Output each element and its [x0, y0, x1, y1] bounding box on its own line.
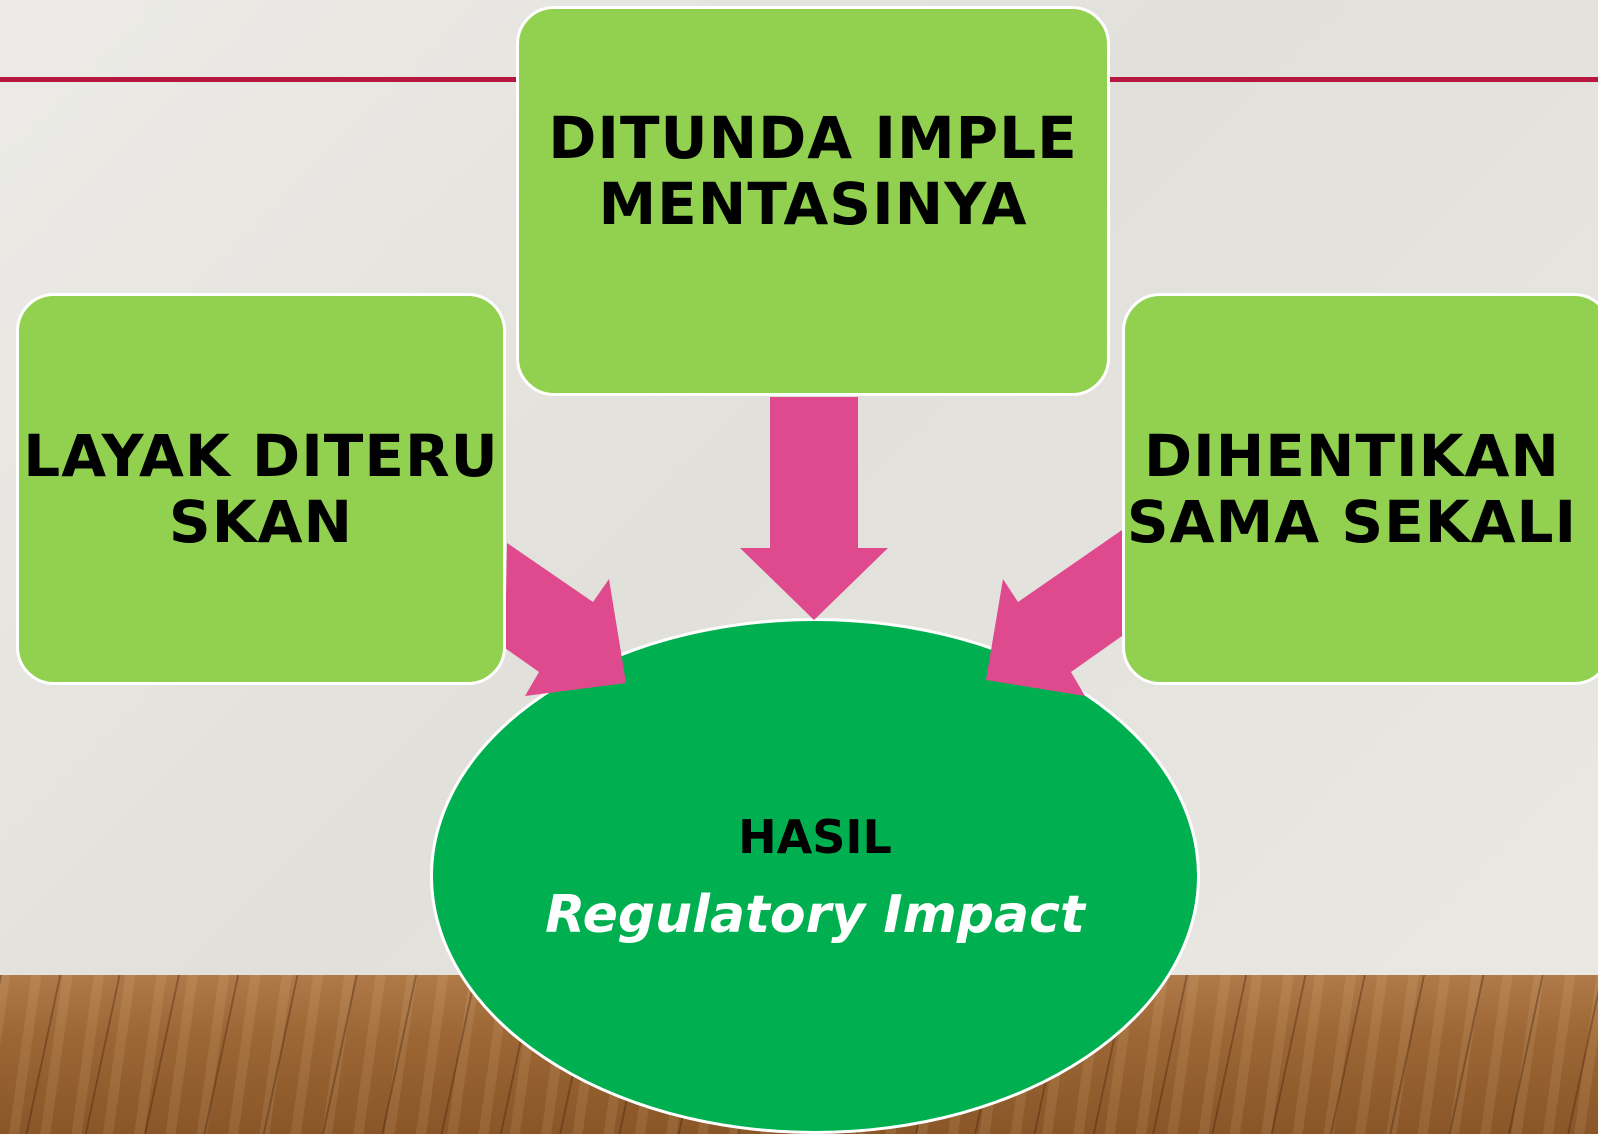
box-deferred-label: DITUNDA IMPLEMENTASINYA: [548, 104, 1078, 238]
box-stopped: DIHENTIKAN SAMA SEKALI: [1122, 293, 1598, 685]
box-continue-label: LAYAK DITERUSKAN: [23, 422, 499, 556]
arrow-left: [505, 543, 626, 696]
result-ellipse: [430, 618, 1200, 1134]
result-subtitle: Regulatory Impact: [545, 885, 1085, 945]
arrow-top: [740, 397, 888, 620]
accent-rule-left: [0, 77, 520, 82]
arrow-right: [986, 530, 1122, 696]
result-title: HASIL: [738, 810, 892, 864]
box-stopped-label: DIHENTIKAN SAMA SEKALI: [1126, 422, 1578, 556]
accent-rule-right: [1108, 77, 1598, 82]
box-deferred: DITUNDA IMPLEMENTASINYA: [516, 6, 1110, 396]
box-continue: LAYAK DITERUSKAN: [16, 293, 506, 685]
